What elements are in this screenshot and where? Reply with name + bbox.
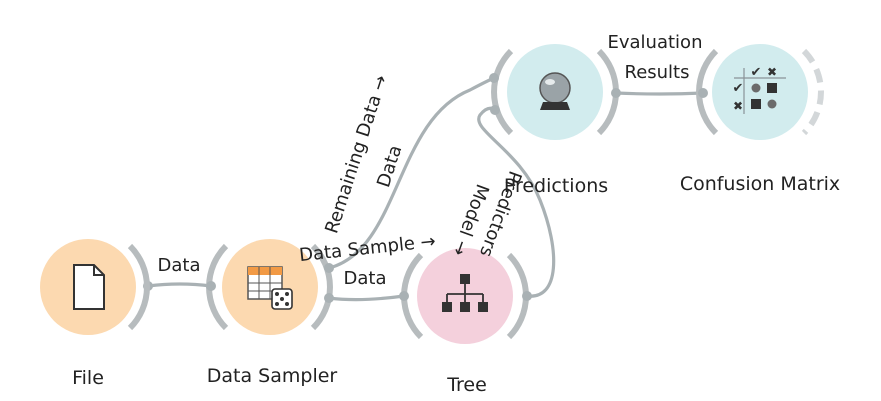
confusion-grid-icon: ✔ ✖ ✔ ✖ xyxy=(733,65,786,114)
node-predictions-output-anchor[interactable] xyxy=(611,88,621,98)
node-confusion-matrix-label: Confusion Matrix xyxy=(680,173,840,195)
hierarchy-icon xyxy=(442,274,488,312)
node-data-sampler-label: Data Sampler xyxy=(207,365,338,387)
node-predictions[interactable]: Predictions xyxy=(489,44,621,197)
table-dice-icon xyxy=(247,266,293,310)
node-tree-output-anchor[interactable] xyxy=(522,291,532,301)
link-label-predictions-cm-1: Evaluation xyxy=(608,32,703,53)
link-tree-to-predictions[interactable] xyxy=(477,106,556,298)
links xyxy=(146,76,705,302)
svg-text:✔: ✔ xyxy=(733,81,744,96)
node-file-label: File xyxy=(72,367,104,389)
node-predictions-input-ring xyxy=(491,48,514,136)
node-data-sampler-input-anchor[interactable] xyxy=(206,281,216,291)
link-sampler-to-predictions[interactable] xyxy=(327,76,496,270)
node-data-sampler[interactable]: Data Sampler xyxy=(206,239,337,387)
link-sampler-to-tree[interactable] xyxy=(327,294,406,302)
link-label-sampler-predictions-2: Data xyxy=(373,143,406,190)
node-file[interactable]: File xyxy=(40,239,153,389)
svg-text:✔: ✔ xyxy=(751,65,762,80)
node-confusion-matrix-body xyxy=(712,44,808,140)
node-data-sampler-output-anchor-2[interactable] xyxy=(324,293,334,303)
node-tree-input-anchor[interactable] xyxy=(399,291,409,301)
node-confusion-matrix-output-ring xyxy=(801,48,824,136)
svg-text:✖: ✖ xyxy=(733,99,743,113)
svg-text:✖: ✖ xyxy=(767,65,777,79)
link-label-predictions-cm-2: Results xyxy=(625,62,690,83)
link-label-file-sampler: Data xyxy=(158,255,201,276)
node-data-sampler-output-anchor-1[interactable] xyxy=(324,263,334,273)
document-icon xyxy=(73,264,105,310)
node-confusion-matrix-input-anchor[interactable] xyxy=(698,88,708,98)
crystal-ball-icon xyxy=(539,72,571,110)
link-file-to-sampler[interactable] xyxy=(146,282,213,288)
node-file-output-ring xyxy=(127,243,150,331)
node-tree-label: Tree xyxy=(446,374,487,396)
link-label-sampler-tree-2: Data xyxy=(344,268,387,289)
node-predictions-input-anchor-1[interactable] xyxy=(489,73,499,83)
node-confusion-matrix[interactable]: ✔ ✖ ✔ ✖ Confusion Matrix xyxy=(680,44,840,195)
node-tree[interactable]: Tree xyxy=(399,248,532,396)
node-predictions-input-anchor-2[interactable] xyxy=(490,105,500,115)
node-data-sampler-output-ring xyxy=(310,243,333,331)
link-predictions-to-cm[interactable] xyxy=(614,91,705,96)
node-predictions-label: Predictions xyxy=(504,175,608,197)
